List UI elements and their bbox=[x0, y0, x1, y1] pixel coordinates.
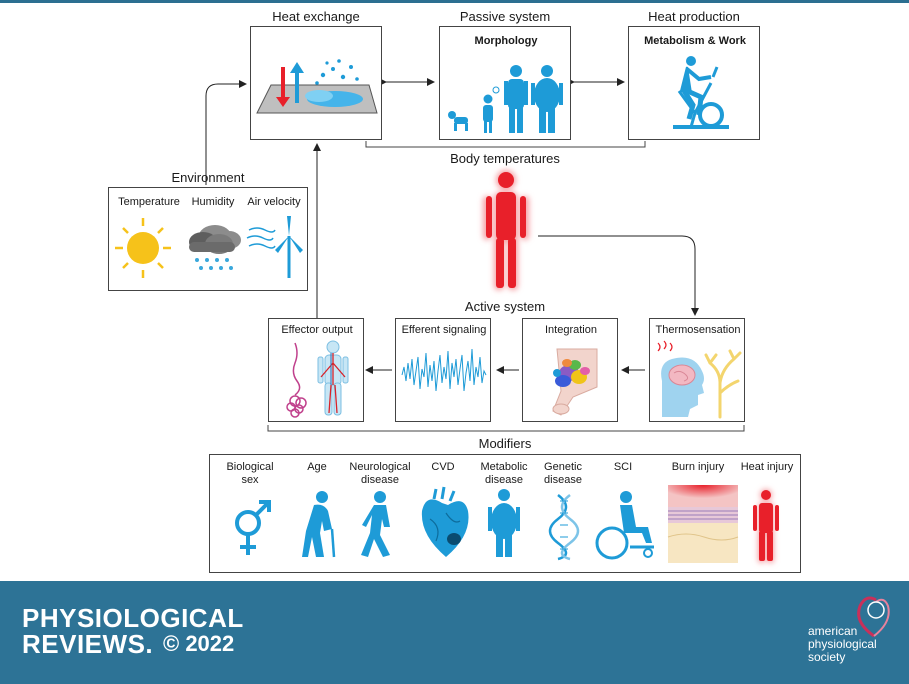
walking-person-icon bbox=[361, 491, 390, 557]
heat-production-box: Metabolism & Work bbox=[628, 26, 760, 140]
modifier-age-label: Age bbox=[307, 461, 327, 473]
effector-output-box: Effector output bbox=[268, 318, 364, 422]
sun-icon bbox=[115, 218, 171, 278]
body-temperatures-label: Body temperatures bbox=[450, 151, 560, 166]
efferent-signaling-box: Efferent signaling bbox=[395, 318, 491, 422]
modifier-biological-sex-label: Biological sex bbox=[226, 461, 274, 486]
heat-exchange-title: Heat exchange bbox=[272, 9, 360, 24]
heart-icon bbox=[421, 486, 469, 557]
footer-banner bbox=[0, 581, 909, 684]
morphology-label: Morphology bbox=[474, 35, 538, 47]
wheelchair-icon bbox=[595, 491, 654, 560]
efferent-signaling-label: Efferent signaling bbox=[401, 324, 487, 336]
modifier-burn-injury-label: Burn injury bbox=[671, 461, 725, 473]
sweat-gland-vessel-icon bbox=[286, 340, 349, 418]
heat-exchange-box bbox=[250, 26, 382, 140]
brain-hypothalamus-icon bbox=[552, 348, 598, 416]
journal-title-line2: REVIEWS. bbox=[22, 629, 154, 659]
thermosensation-label: Thermosensation bbox=[655, 324, 741, 336]
modifiers-box: Biological sex Age Neurological disease … bbox=[209, 454, 801, 573]
modifier-metabolic-disease-label: Metabolic disease bbox=[480, 461, 528, 486]
body-morphology-icon bbox=[448, 65, 563, 133]
top-border bbox=[0, 0, 909, 3]
air-velocity-label: Air velocity bbox=[247, 196, 301, 208]
humidity-label: Humidity bbox=[191, 196, 235, 208]
journal-title-line1: PHYSIOLOGICAL bbox=[22, 603, 244, 633]
aps-logo-icon bbox=[857, 596, 890, 638]
modifier-heat-injury-label: Heat injury bbox=[740, 461, 794, 473]
elderly-person-icon bbox=[302, 491, 336, 558]
head-nerve-sensor-icon bbox=[657, 340, 742, 419]
society-line3: society bbox=[808, 650, 846, 664]
hot-body-icon bbox=[753, 489, 779, 563]
modifier-genetic-disease-label: Genetic disease bbox=[544, 461, 582, 486]
environment-box: Temperature Humidity Air velocity bbox=[108, 187, 308, 291]
environment-title: Environment bbox=[171, 170, 245, 185]
passive-system-title: Passive system bbox=[459, 9, 551, 24]
society-name: american physiological society bbox=[808, 625, 877, 664]
heat-exchange-icon bbox=[256, 59, 378, 114]
integration-label: Integration bbox=[545, 324, 597, 336]
metabolism-work-label: Metabolism & Work bbox=[644, 35, 746, 47]
temperature-label: Temperature bbox=[118, 196, 180, 208]
heat-production-title: Heat production bbox=[648, 9, 740, 24]
nerve-signal-waveform-icon bbox=[401, 348, 487, 392]
modifiers-title: Modifiers bbox=[478, 436, 532, 451]
rain-cloud-icon bbox=[189, 225, 241, 270]
society-line2: physiological bbox=[808, 637, 877, 651]
hot-body-icon bbox=[483, 170, 529, 290]
copyright-year: © 2022 bbox=[163, 631, 235, 656]
society-line1: american bbox=[808, 624, 858, 638]
modifier-cvd-label: CVD bbox=[431, 461, 455, 473]
passive-system-box: Morphology bbox=[439, 26, 571, 140]
effector-output-label: Effector output bbox=[281, 324, 353, 336]
cycling-person-icon bbox=[673, 56, 729, 129]
modifier-icons bbox=[235, 485, 779, 563]
gender-symbol-icon bbox=[235, 500, 271, 555]
obese-person-icon bbox=[488, 489, 520, 557]
integration-box: Integration bbox=[522, 318, 618, 422]
wind-turbine-icon bbox=[246, 216, 303, 278]
modifier-neurological-disease-label: Neurological disease bbox=[349, 461, 411, 486]
thermosensation-box: Thermosensation bbox=[649, 318, 745, 422]
skin-burn-icon bbox=[667, 485, 739, 563]
dna-icon bbox=[548, 494, 580, 561]
modifier-sci-label: SCI bbox=[613, 461, 633, 473]
active-system-title: Active system bbox=[464, 299, 546, 314]
